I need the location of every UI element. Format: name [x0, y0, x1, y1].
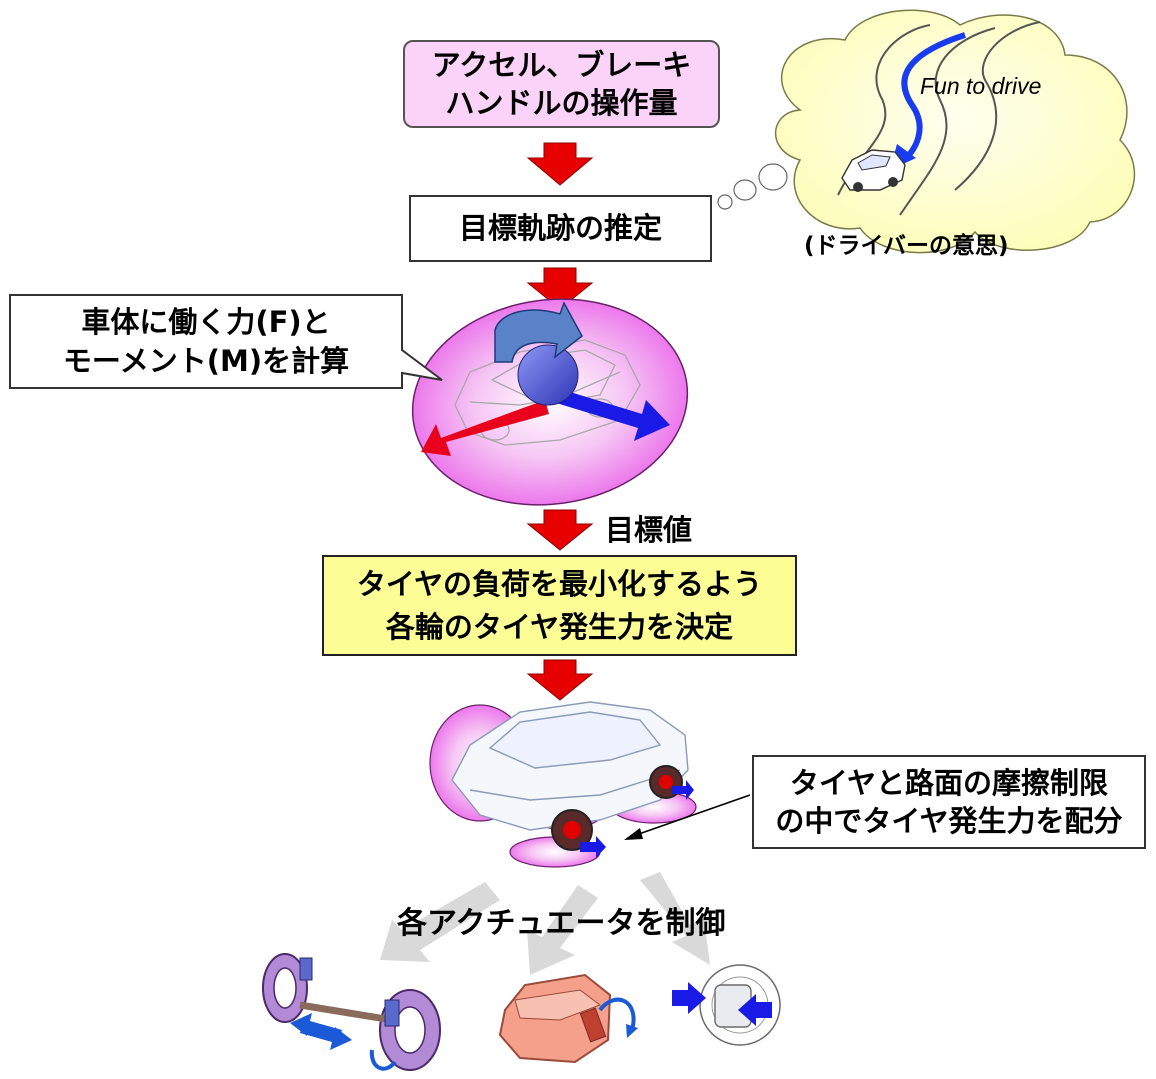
decision-line1: タイヤの負荷を最小化するよう — [356, 567, 763, 602]
tire-force-arrow-front — [580, 836, 606, 858]
thought-bubble-small — [717, 194, 733, 210]
vehicle-tire-illustration — [429, 701, 697, 868]
driver-input-line1: アクセル、ブレーキ — [431, 47, 692, 82]
steering-actuator — [262, 953, 441, 1071]
flow-arrow-2 — [526, 267, 594, 310]
trajectory-label: 目標軌跡の推定 — [458, 211, 662, 246]
brake-actuator — [672, 964, 781, 1046]
target-value-label: 目標値 — [605, 513, 693, 547]
decision-line2: 各輪のタイヤ発生力を決定 — [385, 609, 734, 644]
calc-callout-line2: モーメント(M)を計算 — [62, 343, 350, 378]
force-arrow-red — [421, 400, 549, 456]
small-car-icon — [841, 149, 906, 192]
flow-arrow-4 — [526, 659, 594, 701]
decision-box: タイヤの負荷を最小化するよう 各輪のタイヤ発生力を決定 — [322, 555, 797, 656]
tire-force-arrow-rear — [672, 780, 694, 800]
steering-rotation-arrow — [369, 1049, 397, 1071]
distribution-pointer — [624, 794, 751, 840]
road-edge-right — [899, 27, 996, 216]
driver-intent-label: (ドライバーの意思) — [804, 233, 1009, 259]
distribution-callout-line1: タイヤと路面の摩擦制限 — [789, 765, 1109, 800]
distribution-callout-line2: の中でタイヤ発生力を配分 — [775, 804, 1123, 838]
driver-input-box: アクセル、ブレーキ ハンドルの操作量 — [403, 40, 720, 128]
moment-sphere — [517, 344, 579, 406]
actuator-arrows — [380, 872, 710, 975]
fun-to-drive-caption: Fun to drive — [920, 73, 1042, 99]
force-arrow-blue — [553, 388, 670, 441]
brake-clamp-arrow-right — [738, 994, 772, 1026]
flow-arrow-1 — [526, 142, 594, 186]
thought-cloud — [717, 9, 1136, 254]
cloud-shape — [774, 9, 1136, 254]
calc-callout-line1: 車体に働く力(F)と — [81, 305, 331, 340]
actuator-control-label: 各アクチュエータを制御 — [397, 906, 726, 941]
sedan-outline — [451, 701, 689, 831]
driver-input-line2: ハンドルの操作量 — [445, 86, 678, 120]
drive-actuator — [498, 973, 638, 1064]
drive-rotation-arrow — [598, 997, 636, 1031]
flow-arrow-3 — [526, 509, 594, 551]
actuator-arrow-right — [640, 872, 710, 965]
road-edge-far — [954, 21, 1041, 191]
force-moment-illustration — [411, 298, 689, 506]
calc-callout: 車体に働く力(F)と モーメント(M)を計算 — [10, 295, 402, 388]
actuator-arrow-left — [380, 882, 500, 962]
brake-clamp-arrow-left — [672, 982, 706, 1014]
driving-path-arrow — [899, 32, 966, 165]
thought-bubble-large — [758, 163, 788, 191]
actuator-arrow-center — [527, 885, 598, 975]
trajectory-box: 目標軌跡の推定 — [409, 195, 712, 262]
distribution-callout: タイヤと路面の摩擦制限 の中でタイヤ発生力を配分 — [752, 755, 1146, 849]
moment-arrow — [494, 301, 583, 363]
thought-bubble-medium — [733, 179, 757, 201]
